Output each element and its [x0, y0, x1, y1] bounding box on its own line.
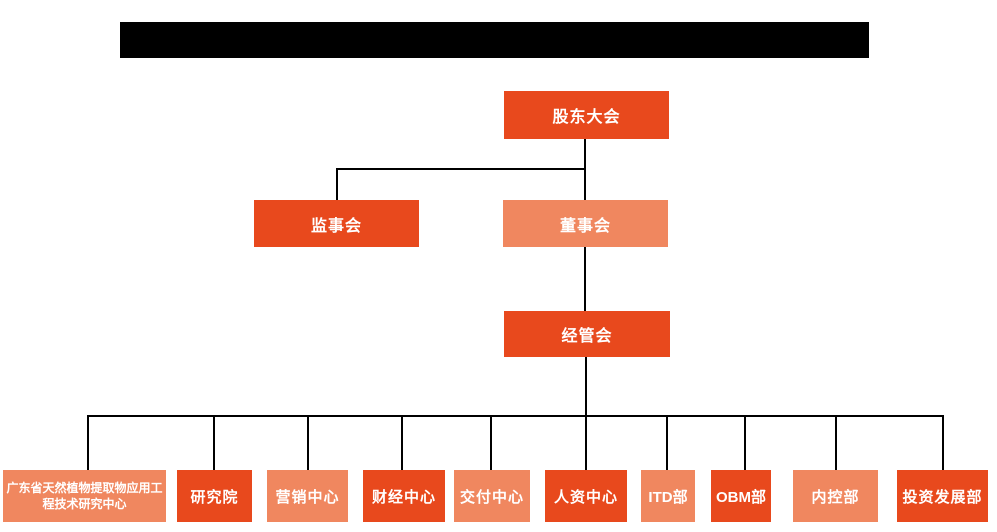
- org-node-label: ITD部: [648, 488, 688, 506]
- org-node-label: 内控部: [811, 488, 860, 506]
- connector-dept-drop: [87, 415, 89, 470]
- connector-dept-drop: [490, 415, 492, 470]
- connector-management-to-bus: [585, 357, 587, 470]
- org-node-label: 投资发展部: [902, 488, 983, 506]
- connector-dept-drop: [744, 415, 746, 470]
- org-node-board-of-directors: 董事会: [503, 200, 668, 247]
- connector-dept-drop: [213, 415, 215, 470]
- org-node-label: OBM部: [716, 488, 766, 506]
- connector-dept-drop: [835, 415, 837, 470]
- connector-dept-drop: [401, 415, 403, 470]
- org-node-dept-finance-center: 财经中心: [363, 470, 445, 522]
- org-node-dept-research-center: 广东省天然植物提取物应用工程技术研究中心: [3, 470, 166, 522]
- connector-supervisory-drop: [336, 168, 338, 200]
- org-node-label: 股东大会: [552, 109, 621, 126]
- connector-dept-drop: [307, 415, 309, 470]
- org-node-label: 人资中心: [553, 488, 618, 506]
- org-node-supervisory-board: 监事会: [254, 200, 419, 247]
- org-node-dept-marketing-center: 营销中心: [267, 470, 348, 522]
- org-node-dept-delivery-center: 交付中心: [454, 470, 530, 522]
- connector-board-to-management: [584, 247, 586, 311]
- org-node-label: 研究院: [190, 488, 239, 506]
- org-node-label: 交付中心: [459, 488, 524, 506]
- connector-dept-drop: [666, 415, 668, 470]
- org-node-dept-internal-control: 内控部: [793, 470, 878, 522]
- org-node-dept-investment-development: 投资发展部: [897, 470, 988, 522]
- org-node-dept-obm: OBM部: [711, 470, 771, 522]
- org-node-label: 监事会: [310, 217, 362, 235]
- org-node-label: 经管会: [561, 328, 613, 345]
- org-node-management-committee: 经管会: [504, 311, 670, 357]
- org-node-dept-hr-center: 人资中心: [545, 470, 627, 522]
- connector-department-bus: [87, 415, 944, 417]
- connector-dept-drop: [942, 415, 944, 470]
- org-node-label: 董事会: [559, 217, 611, 235]
- connector-level2-branch: [336, 168, 586, 170]
- org-node-label: 财经中心: [371, 488, 436, 506]
- org-node-shareholders-meeting: 股东大会: [504, 91, 669, 139]
- redacted-title-bar: [120, 22, 869, 58]
- org-node-dept-research-institute: 研究院: [177, 470, 252, 522]
- org-node-label: 营销中心: [275, 488, 340, 506]
- org-node-dept-itd: ITD部: [641, 470, 695, 522]
- org-node-label: 广东省天然植物提取物应用工程技术研究中心: [6, 480, 163, 511]
